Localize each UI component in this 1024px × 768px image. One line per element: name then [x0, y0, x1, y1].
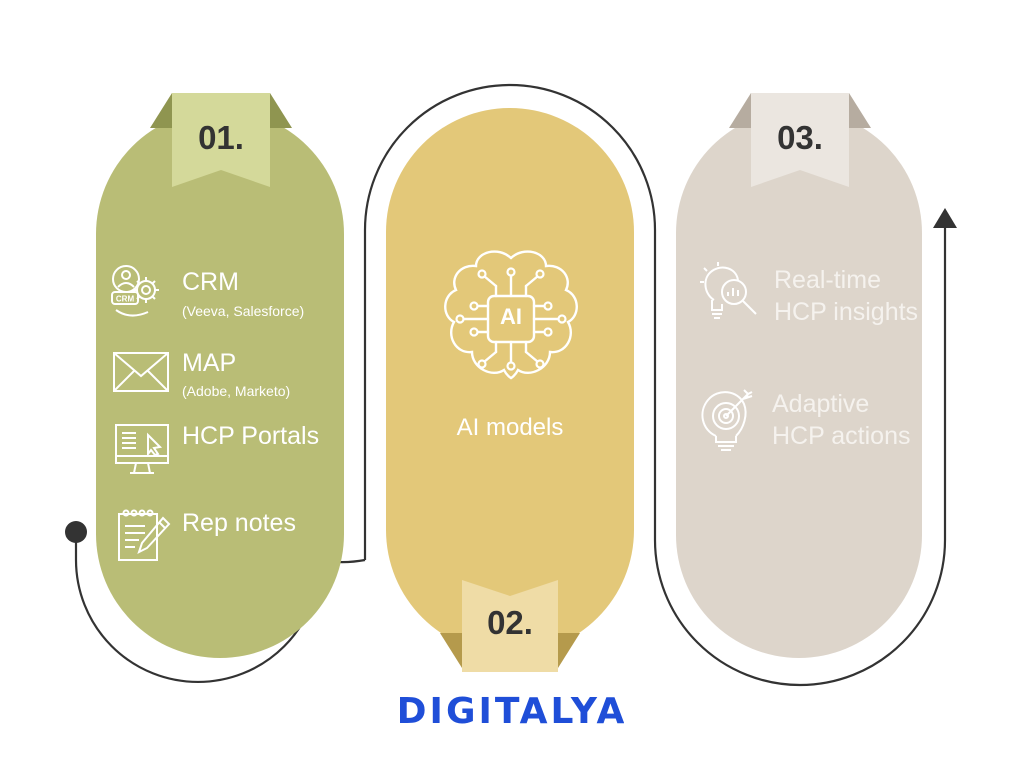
crm-subtitle: (Veeva, Salesforce)	[182, 303, 305, 319]
digitalya-logo: DIGITALYA	[400, 691, 624, 732]
step-3-pill	[676, 110, 922, 658]
end-arrow	[933, 208, 957, 228]
insights-line2: HCP insights	[774, 298, 919, 326]
step-2-number: 02.	[487, 604, 533, 641]
brand-name: DIGITALYA	[400, 691, 624, 732]
notepad-pen-icon	[118, 509, 171, 561]
bulb-magnifier-chart-icon	[700, 262, 757, 319]
ai-models-title: AI models	[456, 414, 564, 441]
monitor-cursor-icon	[115, 424, 169, 474]
envelope-icon	[113, 352, 169, 392]
bulb-target-icon	[701, 389, 753, 451]
step-1-pill	[96, 110, 344, 658]
step-1-number: 01.	[198, 119, 244, 156]
svg-text:CRM: CRM	[116, 295, 135, 304]
actions-line1: Adaptive	[772, 390, 870, 418]
step-2-pill	[386, 108, 634, 654]
crm-gear-icon: CRM	[111, 265, 159, 317]
crm-title: CRM	[182, 268, 239, 296]
rep-notes-title: Rep notes	[182, 509, 296, 537]
ai-chip-label: AI	[500, 304, 522, 329]
step-3-number: 03.	[777, 119, 823, 156]
actions-line2: HCP actions	[772, 422, 911, 450]
start-dot	[65, 521, 87, 543]
map-subtitle: (Adobe, Marketo)	[182, 383, 291, 399]
map-title: MAP	[182, 349, 237, 377]
ai-brain-icon	[444, 250, 578, 380]
insights-line1: Real-time	[774, 266, 881, 294]
hcp-portals-title: HCP Portals	[182, 422, 320, 450]
